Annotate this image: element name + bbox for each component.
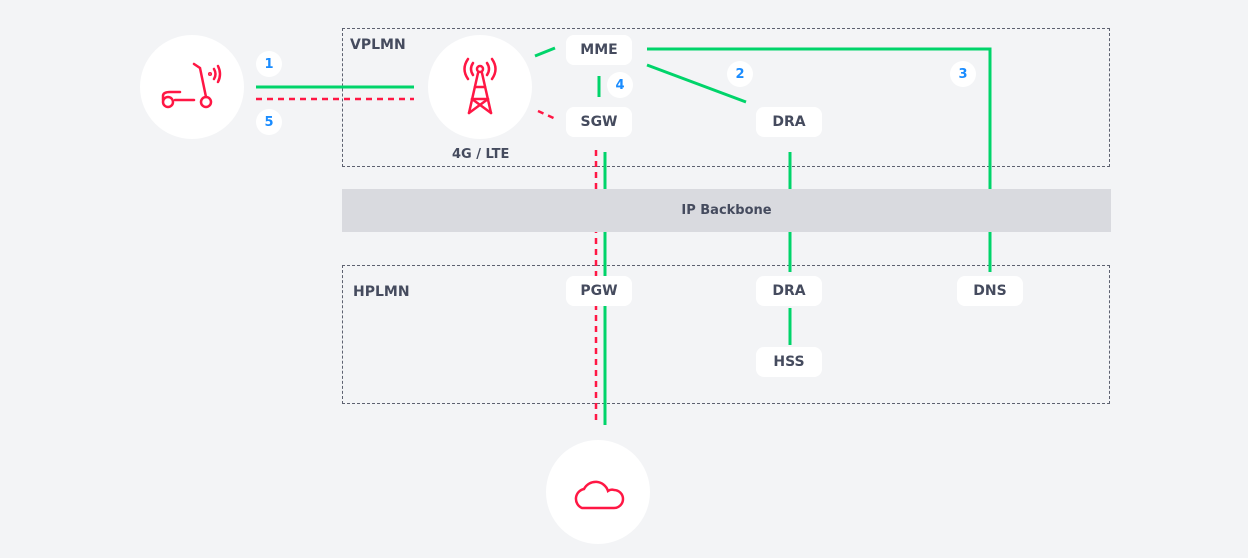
- cloud-icon: [546, 440, 650, 544]
- vplmn-zone: [342, 28, 1110, 167]
- vplmn-label: VPLMN: [350, 37, 406, 53]
- step-badge-3: 3: [950, 61, 976, 87]
- node-pgw: PGW: [566, 276, 632, 306]
- link-enb-mme: [534, 46, 556, 58]
- step-badge-4: 4: [607, 72, 633, 98]
- step-badge-5: 5: [256, 109, 282, 135]
- step-badge-1: 1: [256, 51, 282, 77]
- node-sgw: SGW: [566, 107, 632, 137]
- node-dns: DNS: [957, 276, 1023, 306]
- ip-backbone: IP Backbone: [342, 189, 1111, 232]
- link-mme-dra: [646, 63, 747, 104]
- hplmn-label: HPLMN: [353, 284, 410, 300]
- node-dra-visited: DRA: [756, 107, 822, 137]
- hplmn-zone: [342, 265, 1110, 404]
- data-enb-sgw: [537, 109, 559, 122]
- node-hss: HSS: [756, 347, 822, 377]
- cell-tower-icon: [428, 35, 532, 139]
- link-mme-dns: [647, 47, 992, 272]
- node-mme: MME: [566, 35, 632, 65]
- node-dra-home: DRA: [756, 276, 822, 306]
- scooter-icon: [140, 35, 244, 139]
- radio-label: 4G / LTE: [452, 147, 510, 162]
- step-badge-2: 2: [727, 61, 753, 87]
